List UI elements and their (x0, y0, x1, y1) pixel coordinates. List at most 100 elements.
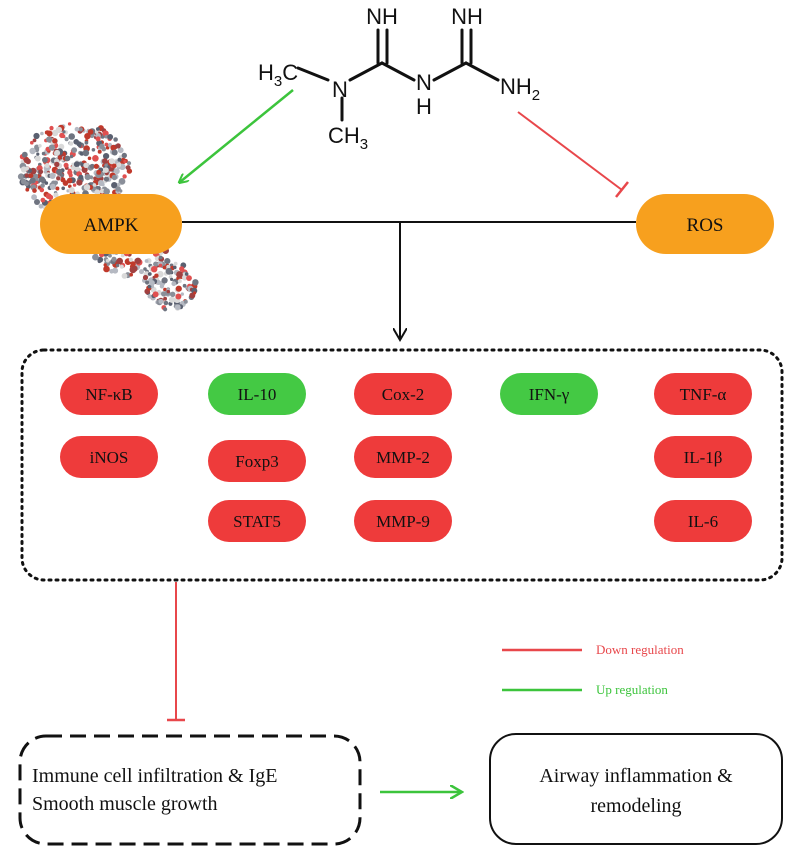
bond-bridge-c2 (432, 61, 468, 82)
protein-atom (163, 307, 168, 312)
protein-atom (111, 256, 117, 262)
marker-mmp2-label: MMP-2 (376, 448, 430, 467)
protein-atom (154, 273, 159, 278)
protein-atom (25, 158, 31, 165)
protein-atom (107, 134, 114, 140)
protein-atom (63, 162, 69, 168)
protein-atom (111, 174, 118, 181)
bond-c2-nh2 (464, 61, 500, 82)
protein-atom (67, 122, 72, 126)
protein-atom (143, 267, 147, 271)
protein-atom (84, 133, 91, 140)
marker-cox2-label: Cox-2 (382, 385, 425, 404)
protein-atom (53, 192, 59, 198)
protein-atom (163, 296, 168, 301)
molecule-nh2: NH2 (500, 74, 540, 104)
protein-atom (73, 139, 79, 145)
protein-atom (27, 168, 32, 173)
protein-atom (168, 296, 175, 303)
protein-atom (97, 259, 102, 264)
protein-atom (68, 184, 72, 189)
protein-atom (73, 161, 80, 168)
protein-atom (115, 186, 121, 192)
protein-atom (193, 291, 197, 295)
inhibit-bar-ros (615, 181, 629, 198)
protein-atom (153, 261, 159, 267)
protein-atom (152, 291, 159, 298)
protein-atom (121, 273, 128, 279)
protein-atom (25, 187, 30, 192)
protein-atom (78, 174, 84, 180)
protein-atom (92, 155, 99, 162)
protein-atom (67, 168, 72, 173)
marker-inos (60, 436, 158, 478)
protein-atom (158, 255, 163, 260)
ampk-node (40, 194, 182, 254)
protein-atom (34, 199, 40, 205)
protein-atom (103, 188, 110, 195)
ros-node (636, 194, 774, 254)
protein-atom (192, 279, 199, 286)
protein-atom (113, 137, 118, 142)
protein-atom (157, 270, 164, 278)
immune-outcome-line1: Immune cell infiltration & IgE (32, 765, 278, 787)
immune-outcome-box (18, 734, 362, 846)
marker-il-10 (208, 373, 306, 415)
protein-atom (58, 143, 65, 150)
protein-atom (105, 145, 110, 150)
protein-atom (71, 165, 76, 171)
protein-atom (45, 193, 52, 200)
protein-atom (166, 289, 170, 294)
protein-atom (176, 271, 183, 278)
protein-atom (117, 147, 124, 154)
marker-inos-label: iNOS (90, 448, 129, 467)
ros-label: ROS (687, 215, 724, 236)
protein-atom (174, 304, 181, 310)
metformin-structure (296, 28, 500, 122)
up-markers: IL-10 IFN-γ (208, 373, 598, 415)
protein-atom (147, 272, 152, 276)
protein-atom (120, 253, 125, 258)
protein-atom (116, 257, 123, 265)
legend: Down regulation Up regulation (502, 642, 684, 697)
protein-atom (96, 127, 100, 131)
legend-up-label: Up regulation (596, 682, 668, 697)
protein-atom (93, 176, 97, 181)
protein-atom (171, 281, 177, 287)
protein-atom (38, 204, 44, 209)
molecule-bridge-h: H (416, 94, 432, 119)
protein-atom (144, 259, 149, 263)
protein-atom (87, 156, 92, 161)
marker-ifn-g-label: IFN-γ (529, 385, 570, 404)
protein-atom (74, 126, 80, 132)
protein-atom (72, 183, 77, 187)
protein-atom (41, 151, 46, 156)
protein-atom (175, 293, 182, 300)
airway-outcome-box (489, 733, 783, 845)
protein-atom (97, 149, 102, 154)
protein-atom (39, 187, 45, 193)
protein-atom (145, 280, 150, 285)
protein-atom (54, 149, 61, 156)
protein-atom (130, 261, 136, 267)
protein-atom (170, 291, 176, 297)
airway-outcome-line2: remodeling (590, 795, 681, 817)
protein-atom (161, 277, 168, 284)
protein-atom (83, 162, 89, 168)
protein-atom (44, 163, 50, 168)
bond-n-c1 (348, 61, 384, 82)
protein-atom (149, 280, 155, 286)
protein-atom (170, 277, 174, 281)
protein-atom (21, 151, 28, 158)
markers-box (20, 348, 784, 582)
legend-down-label: Down regulation (596, 642, 684, 657)
protein-atom (151, 266, 158, 273)
protein-atom (99, 143, 105, 149)
protein-atom (40, 183, 45, 188)
protein-atom (20, 166, 27, 173)
marker-il-1b (654, 436, 752, 478)
molecule-bridge-n: N (416, 70, 432, 95)
protein-atom (121, 152, 128, 159)
protein-atom (96, 169, 102, 175)
